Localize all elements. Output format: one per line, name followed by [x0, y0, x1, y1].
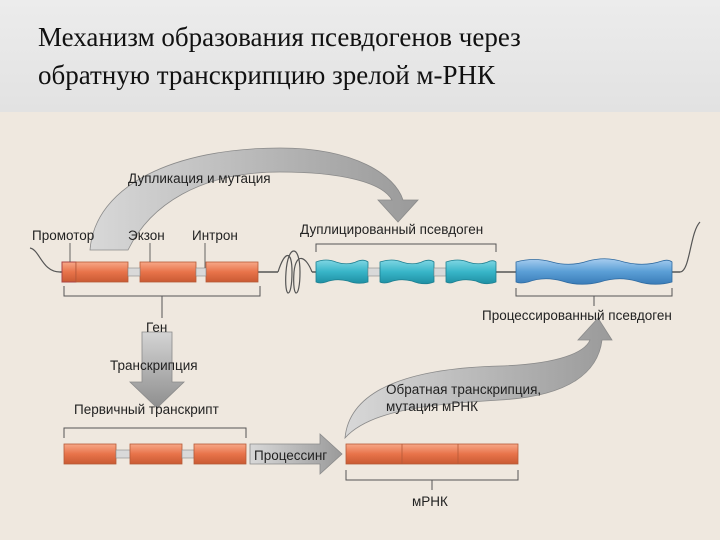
mrna-body	[345, 443, 519, 465]
label-intron: Интрон	[192, 228, 238, 243]
dna-left-tail	[29, 247, 61, 273]
primary-exon-3	[193, 443, 247, 465]
title-line-2: обратную транскрипцию зрелой м-РНК	[38, 60, 495, 90]
dup-intron-2	[433, 267, 447, 277]
label-gene: Ген	[146, 320, 167, 335]
dup-exon-1	[315, 259, 369, 284]
gene-exon-1	[75, 261, 129, 283]
label-mrna: мРНК	[412, 494, 448, 509]
gene-exon-2	[139, 261, 197, 283]
primary-exon-2	[129, 443, 183, 465]
mrna	[345, 443, 519, 490]
gene-bracket	[63, 286, 261, 297]
mrna-bracket	[345, 470, 519, 481]
reverse-transcription-arrow	[344, 317, 613, 440]
label-reverse-transcription-2: мутация мРНК	[386, 399, 478, 414]
primary-intron-1	[115, 449, 131, 459]
gene-intron-1	[127, 267, 141, 277]
duplication-arrow	[89, 147, 419, 251]
dup-exon-2	[379, 259, 435, 285]
slide-title: Механизм образования псевдогенов через о…	[38, 18, 698, 94]
duplicated-pseudogene-bracket	[315, 243, 497, 252]
dup-intron-1	[367, 267, 381, 277]
label-reverse-transcription-1: Обратная транскрипция,	[386, 382, 541, 397]
primary-transcript	[63, 427, 247, 465]
title-line-1: Механизм образования псевдогенов через	[38, 22, 521, 52]
gene-exon-3	[205, 261, 259, 283]
label-promoter: Промотор	[32, 228, 94, 243]
transcription-arrow	[129, 331, 185, 409]
title-bar: Механизм образования псевдогенов через о…	[0, 0, 720, 112]
dna-loop	[277, 250, 313, 294]
processed-pseudogene	[515, 258, 673, 285]
primary-intron-2	[181, 449, 195, 459]
processed-pseudogene-bracket	[515, 288, 673, 297]
label-primary-transcript: Первичный транскрипт	[74, 402, 219, 417]
processing-arrow	[249, 433, 343, 475]
primary-exon-1	[63, 443, 117, 465]
dna-right-tail	[679, 221, 701, 273]
dup-exon-3	[445, 259, 497, 285]
promoter-box	[61, 261, 77, 283]
label-transcription: Транскрипция	[110, 358, 198, 373]
label-duplication: Дупликация и мутация	[128, 171, 271, 186]
label-exon: Экзон	[128, 228, 165, 243]
label-processed-pseudogene: Процессированный псевдоген	[482, 308, 672, 323]
label-duplicated-pseudogene: Дуплицированный псевдоген	[300, 222, 483, 237]
gene-intron-2	[195, 267, 207, 277]
label-processing: Процессинг	[254, 448, 327, 463]
primary-transcript-bracket	[63, 427, 247, 438]
